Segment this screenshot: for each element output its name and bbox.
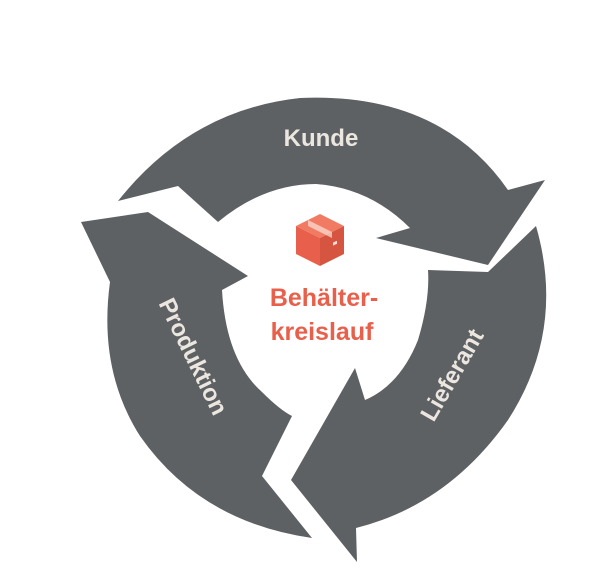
segment-kunde: [118, 97, 545, 266]
box-icon: [296, 214, 344, 266]
label-kunde: Kunde: [284, 125, 359, 152]
center-title-line2: kreislauf: [271, 318, 375, 346]
segment-produktion: [81, 212, 312, 538]
center-title-line1: Behälter-: [270, 284, 378, 312]
segment-lieferant: [291, 226, 547, 562]
